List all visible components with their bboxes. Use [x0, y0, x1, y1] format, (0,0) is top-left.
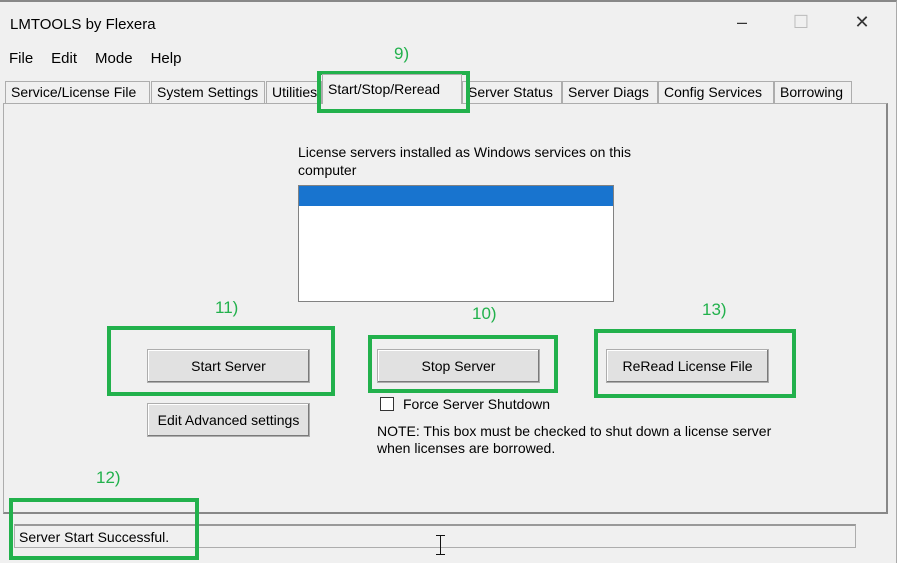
tab-config-services[interactable]: Config Services: [658, 81, 774, 103]
annotation-10: 10): [472, 304, 497, 323]
tab-server-diags[interactable]: Server Diags: [562, 81, 658, 103]
menu-edit[interactable]: Edit: [51, 50, 78, 67]
maximize-button[interactable]: ☐: [781, 12, 821, 33]
annotation-11: 11): [215, 298, 239, 317]
menu-mode[interactable]: Mode: [95, 50, 133, 67]
minimize-icon: –: [736, 12, 747, 32]
edit-advanced-settings-button[interactable]: Edit Advanced settings: [147, 403, 310, 437]
menu-bar: File Edit Mode Help: [9, 50, 199, 67]
close-button[interactable]: ✕: [842, 12, 882, 33]
tab-system-settings[interactable]: System Settings: [151, 81, 265, 103]
services-listbox[interactable]: [298, 185, 614, 302]
start-server-button[interactable]: Start Server: [147, 349, 310, 383]
close-icon: ✕: [854, 12, 870, 32]
annotation-box-10: [368, 335, 558, 393]
menu-file[interactable]: File: [9, 50, 34, 67]
maximize-icon: ☐: [792, 12, 810, 32]
status-field: Server Start Successful.: [14, 524, 414, 548]
borrow-note: NOTE: This box must be checked to shut d…: [377, 423, 772, 456]
minimize-button[interactable]: –: [722, 12, 762, 33]
tab-borrowing[interactable]: Borrowing: [774, 81, 852, 103]
tab-start-stop-reread[interactable]: Start/Stop/Reread: [322, 74, 462, 104]
window-title: LMTOOLS by Flexera: [10, 16, 156, 33]
list-label: License servers installed as Windows ser…: [298, 144, 632, 178]
annotation-box-12: [9, 498, 199, 560]
annotation-9: 9): [394, 44, 410, 63]
tab-server-status[interactable]: Server Status: [462, 81, 562, 103]
reread-license-file-button[interactable]: ReRead License File: [606, 349, 769, 383]
tab-utilities[interactable]: Utilities: [266, 81, 322, 103]
text-cursor-icon: [436, 535, 445, 555]
annotation-box-11: [107, 326, 335, 396]
annotation-box-9: [317, 71, 470, 113]
annotation-box-13: [594, 329, 796, 398]
tab-service-license-file[interactable]: Service/License File: [5, 81, 150, 103]
annotation-13: 13): [702, 300, 727, 319]
annotation-12: 12): [96, 468, 121, 487]
force-shutdown-label: Force Server Shutdown: [403, 396, 551, 412]
stop-server-button[interactable]: Stop Server: [377, 349, 540, 383]
status-field-remainder: [414, 524, 856, 548]
service-list-item[interactable]: [299, 186, 613, 206]
start-stop-reread-panel: [3, 103, 888, 514]
menu-help[interactable]: Help: [150, 50, 182, 67]
force-shutdown-checkbox[interactable]: [380, 397, 394, 411]
